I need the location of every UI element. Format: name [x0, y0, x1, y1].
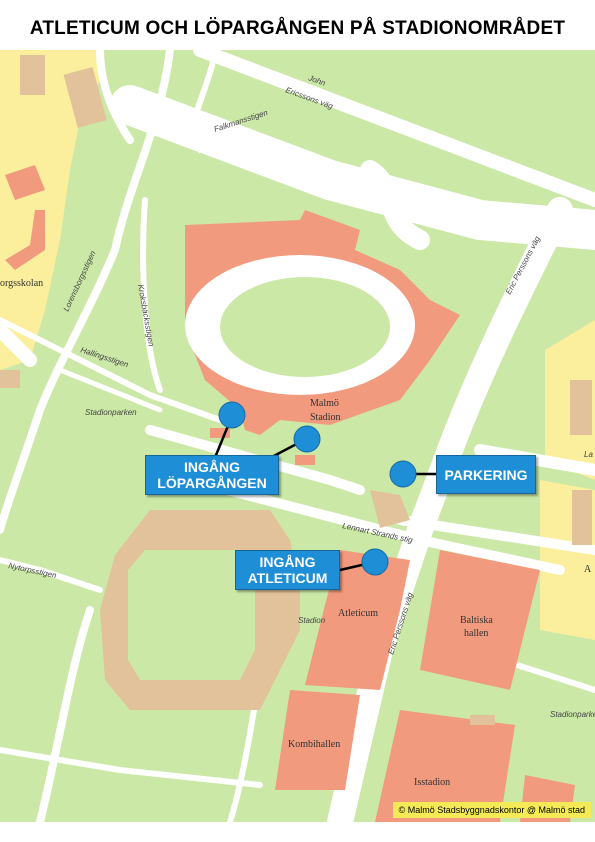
callout-parkering[interactable]: PARKERING	[436, 455, 536, 494]
kombihallen-building	[275, 690, 360, 790]
label-stadionparken: Stadionparken	[85, 408, 137, 417]
building-right	[570, 380, 592, 435]
isstadion-building	[375, 710, 515, 822]
small-building	[210, 428, 230, 438]
stadion-pitch-inner	[220, 277, 390, 377]
callout-line: INGÅNG	[259, 554, 316, 570]
label-la: La	[584, 450, 593, 459]
callout-ingang-lopargangen[interactable]: INGÅNG LÖPARGÅNGEN	[145, 455, 279, 495]
label-stadionparken-right: Stadionparken	[550, 710, 595, 719]
small-building	[295, 455, 315, 465]
map-canvas[interactable]: John Ericssons väg Falkmansstigen Lorens…	[0, 50, 595, 822]
residential-area-left	[0, 50, 100, 370]
building-left	[5, 210, 45, 270]
callout-line: INGÅNG	[184, 459, 240, 475]
baltiska-hallen-building	[420, 550, 540, 690]
label-malmo-stadion: Stadion	[310, 412, 341, 423]
callout-line: PARKERING	[444, 466, 528, 483]
label-malmo-stadion: Malmö	[310, 398, 339, 409]
label-atleticum: Atleticum	[338, 608, 378, 619]
label-isstadion: Isstadion	[414, 777, 450, 788]
map-area[interactable]: John Ericssons väg Falkmansstigen Lorens…	[0, 50, 595, 822]
map-title: ATLETICUM OCH LÖPARGÅNGEN PÅ STADIONOMRÅ…	[29, 18, 566, 39]
parking-marker[interactable]	[389, 460, 417, 488]
label-orgsskolan: orgsskolan	[0, 278, 43, 289]
label-stadion: Stadion	[298, 616, 326, 625]
building-left	[63, 67, 107, 128]
callout-line: LÖPARGÅNGEN	[157, 475, 267, 491]
small-building	[370, 490, 410, 528]
entrance-marker-lopargangen-2[interactable]	[293, 425, 321, 453]
stadion-pitch	[128, 550, 255, 680]
label-kombihallen: Kombihallen	[288, 739, 340, 750]
label-baltiska-hallen: Baltiska	[460, 615, 493, 626]
building-left	[0, 370, 20, 388]
building-left	[20, 55, 45, 95]
label-a: A	[584, 564, 592, 575]
callout-ingang-atleticum[interactable]: INGÅNG ATLETICUM	[235, 550, 340, 590]
label-nytorpsstigen: Nytorpsstigen	[8, 561, 58, 580]
building-left	[5, 165, 45, 200]
building-right	[470, 715, 495, 725]
label-baltiska-hallen: hallen	[464, 628, 488, 639]
copyright-notice: © Malmö Stadsbyggnadskontor @ Malmö stad	[392, 802, 591, 818]
entrance-marker-lopargangen-1[interactable]	[218, 401, 246, 429]
building-right	[572, 490, 592, 545]
entrance-marker-atleticum[interactable]	[361, 548, 389, 576]
callout-line: ATLETICUM	[247, 570, 328, 586]
label-kroksbackstigen: Kroksbäcksstigen	[136, 284, 156, 348]
